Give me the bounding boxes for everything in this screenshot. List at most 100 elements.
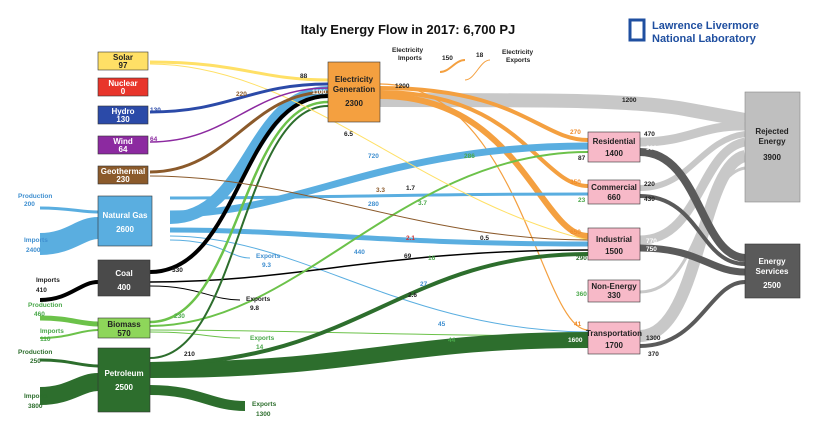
elec-exports-label-1: Electricity (502, 49, 533, 56)
source-nodes: Solar 97 Nuclear 0 Hydro 130 Wind 64 Geo… (97, 51, 153, 413)
llnl-logo-icon (628, 18, 646, 42)
flow-ng-ind (169, 227, 589, 247)
geothermal-value: 230 (116, 175, 130, 184)
coal-exports-label: Exports (246, 296, 271, 303)
pet-exports-label: Exports (252, 401, 277, 408)
services-name-2: Services (756, 267, 789, 276)
petroleum-name: Petroleum (104, 369, 143, 378)
flow-com-rejected (639, 131, 746, 191)
biomass-value: 570 (117, 329, 131, 338)
flow-value-label: 350 (570, 179, 581, 186)
flow-value-label: 1.7 (406, 185, 415, 192)
flow-bio-production (39, 315, 99, 327)
flow-value-label: 69 (404, 253, 412, 260)
flow-ng-com (169, 192, 589, 200)
bio-exports-label: Exports (250, 335, 275, 342)
flow-value-label: 1300 (646, 335, 661, 342)
flow-pet-elec (149, 105, 329, 359)
flow-value-label: 900 (646, 145, 657, 152)
flow-ng-res (169, 142, 589, 218)
flow-pet-production (39, 358, 99, 368)
flow-value-label: 87 (578, 155, 586, 162)
flow-value-label: 470 (644, 131, 655, 138)
flow-value-label: 3.7 (418, 200, 427, 207)
coal-imports-label: Imports (36, 277, 60, 284)
flow-value-label: 1600 (568, 337, 583, 344)
elec-exports-value: 18 (476, 52, 484, 59)
flow-value-label: 1200 (622, 97, 637, 104)
natural-gas-value: 2600 (116, 225, 134, 234)
ng-exports-label: Exports (256, 253, 281, 260)
ng-production-value: 200 (24, 201, 35, 208)
rejected-name-1: Rejected (755, 127, 788, 136)
flow-trans-services (639, 280, 746, 348)
biomass-name: Biomass (107, 320, 141, 329)
nuclear-name: Nuclear (108, 79, 137, 88)
flow-ng-imports (39, 217, 100, 255)
flow-value-label: 2.1 (406, 235, 415, 242)
flow-value-label: 286 (464, 153, 475, 160)
flow-value-label: 280 (368, 201, 379, 208)
flow-geo-elec (149, 90, 329, 174)
flow-res-services (639, 148, 746, 262)
ng-imports-label: Imports (24, 237, 48, 244)
ng-production-label: Production (18, 193, 52, 200)
bio-production-label: Production (28, 302, 62, 309)
electricity-value: 2300 (345, 99, 363, 108)
coal-exports-value: 9.8 (250, 305, 259, 312)
node-wind: Wind 64 (97, 135, 149, 155)
services-name-1: Energy (758, 257, 786, 266)
llnl-logo: Lawrence Livermore National Laboratory (628, 18, 759, 45)
flow-hydro-elec (149, 82, 329, 114)
node-petroleum: Petroleum 2500 (97, 347, 151, 413)
wind-value: 64 (119, 145, 128, 154)
flow-value-label: 3.3 (376, 187, 385, 194)
node-geothermal: Geothermal 230 (97, 165, 149, 185)
elec-imports-value: 150 (442, 55, 453, 62)
natural-gas-name: Natural Gas (103, 211, 148, 220)
flow-pet-imports (39, 373, 99, 405)
node-transportation: Transportation 1700 (586, 321, 642, 355)
node-natural-gas: Natural Gas 2600 (97, 195, 153, 247)
export-labels: Electricity Imports 150 18 Electricity E… (246, 47, 533, 418)
flow-value-label: 16 (428, 255, 436, 262)
flow-value-label: 220 (644, 181, 655, 188)
flow-value-label: 370 (648, 351, 659, 358)
pet-production-label: Production (18, 349, 52, 356)
flow-value-label: 330 (172, 267, 183, 274)
flow-elec-res (379, 86, 589, 142)
bio-imports-label: Imports (40, 328, 64, 335)
flow-value-label: 430 (644, 196, 655, 203)
flow-bio-elec (149, 100, 329, 324)
output-nodes: Rejected Energy 3900 Energy Services 250… (744, 91, 801, 299)
rejected-name-2: Energy (758, 137, 786, 146)
flow-geo-res (149, 175, 589, 241)
flow-value-label: 770 (646, 238, 657, 245)
hydro-name: Hydro (111, 107, 134, 116)
sector-nodes: Residential 1400 Commercial 660 Industri… (586, 131, 642, 355)
pet-imports-label: Imports (24, 393, 48, 400)
node-rejected: Rejected Energy 3900 (744, 91, 801, 203)
elec-imports-label-2: Imports (398, 55, 422, 62)
electricity-name-1: Electricity (335, 75, 374, 84)
flow-value-label: 27 (420, 281, 428, 288)
services-value: 2500 (763, 281, 781, 290)
node-electricity: Electricity Generation 2300 (327, 61, 381, 123)
flow-pet-exports (149, 385, 246, 411)
wind-name: Wind (113, 137, 133, 146)
pet-production-value: 250 (30, 358, 41, 365)
node-hydro: Hydro 130 (97, 105, 149, 125)
flows (39, 59, 748, 411)
petroleum-value: 2500 (115, 383, 133, 392)
node-services: Energy Services 2500 (744, 243, 801, 299)
electricity-name-2: Generation (333, 85, 375, 94)
flow-elec-ind (379, 93, 589, 239)
flow-value-label: 2.6 (408, 292, 417, 299)
commercial-name: Commercial (591, 183, 637, 192)
flow-value-label: 23 (578, 197, 586, 204)
flow-trans-rejected (639, 150, 748, 342)
flow-elec-imports (439, 59, 466, 73)
industrial-value: 1500 (605, 247, 623, 256)
